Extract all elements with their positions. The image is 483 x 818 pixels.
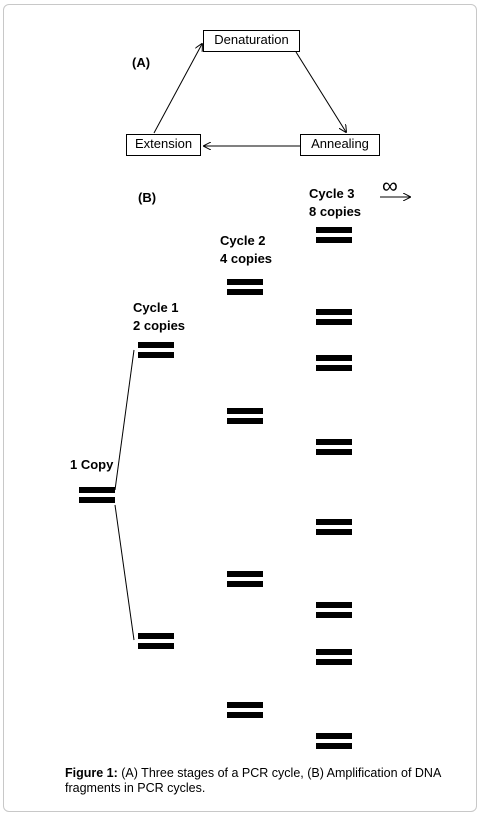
dna-fragment-cycle3-3 [316,355,352,372]
arrow-denaturation-to-annealing [295,51,346,132]
caption-text: (A) Three stages of a PCR cycle, (B) Amp… [65,766,441,795]
branch-line-lower [114,504,135,641]
dna-fragment-cycle2-1 [227,279,263,296]
dna-fragment-start [79,487,115,504]
cycle-3-title: Cycle 3 [309,186,355,201]
dna-fragment-cycle3-6 [316,602,352,619]
dna-fragment-cycle1-2 [138,633,174,650]
cycle-2-title: Cycle 2 [220,233,266,248]
dna-fragment-cycle3-8 [316,733,352,750]
branch-line-upper [114,349,135,491]
dna-fragment-cycle3-7 [316,649,352,666]
caption-prefix: Figure 1: [65,766,118,780]
dna-fragment-cycle3-2 [316,309,352,326]
stage-extension-box: Extension [126,134,201,156]
dna-fragment-cycle2-2 [227,408,263,425]
dna-fragment-cycle1-1 [138,342,174,359]
dna-fragment-cycle2-4 [227,702,263,719]
dna-fragment-cycle2-3 [227,571,263,588]
panel-b-label: (B) [138,190,157,205]
infinity-symbol: ∞ [382,173,398,198]
cycle-1-title: Cycle 1 [133,300,179,315]
cycle-1-copies: 2 copies [133,318,186,333]
cycle-2-copies: 4 copies [220,251,273,266]
arrow-extension-to-denaturation [153,44,202,134]
cycle-3-copies: 8 copies [309,204,362,219]
stage-denaturation-box: Denaturation [203,30,300,52]
figure-caption: Figure 1: (A) Three stages of a PCR cycl… [65,766,465,796]
dna-fragment-cycle3-5 [316,519,352,536]
dna-fragment-cycle3-4 [316,439,352,456]
stage-annealing-box: Annealing [300,134,380,156]
panel-a-label: (A) [132,55,151,70]
dna-fragment-cycle3-1 [316,227,352,244]
start-copy-label: 1 Copy [70,457,114,472]
